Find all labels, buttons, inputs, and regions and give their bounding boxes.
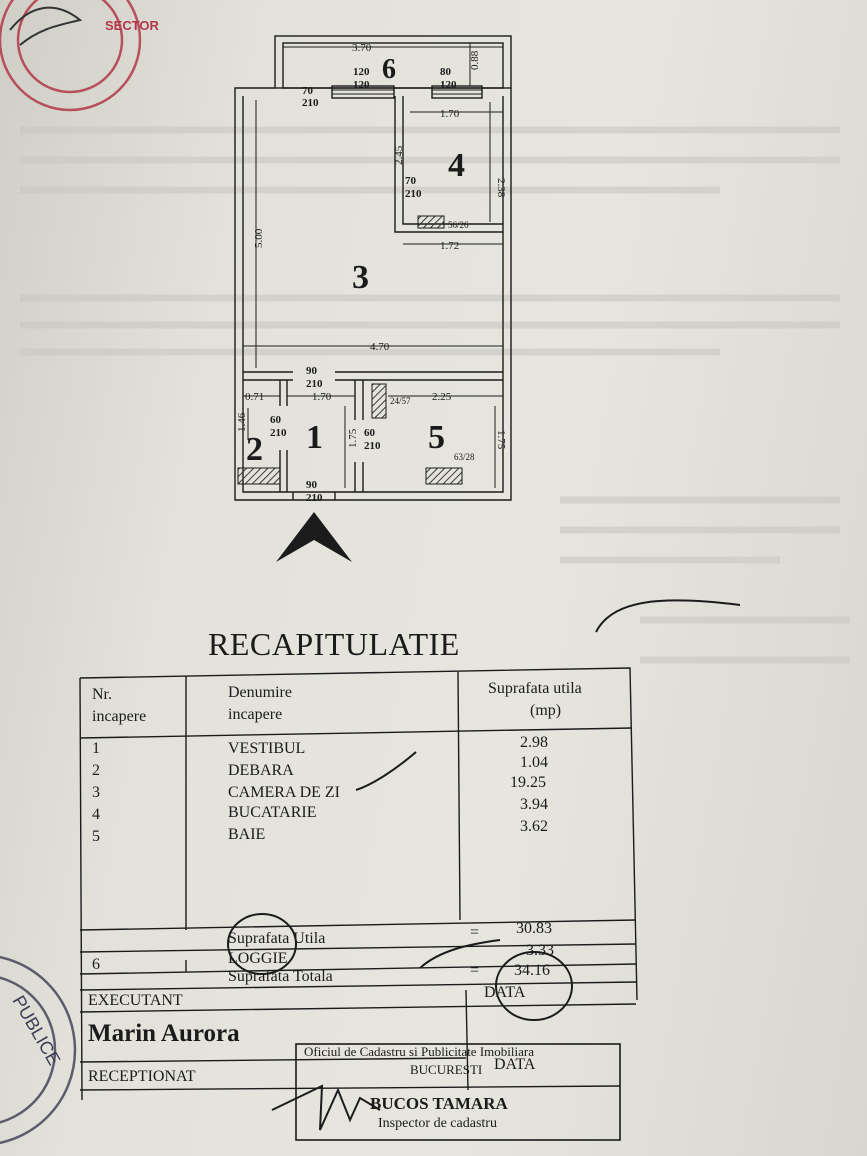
stamp-inspector-name: BUCOS TAMARA — [370, 1094, 508, 1113]
data-label-2: DATA — [494, 1056, 536, 1073]
opening-bath-door-w: 60 — [364, 427, 376, 439]
header-nr-line2: incapere — [92, 708, 147, 725]
kitchen-wall — [394, 96, 503, 233]
dim-living-width: 4.70 — [370, 341, 390, 353]
row-5-name: BAIE — [228, 826, 266, 843]
dim-vest-height: 1.75 — [347, 428, 359, 448]
row-2-name: DEBARA — [228, 762, 294, 779]
data-label-1: DATA — [484, 984, 526, 1001]
row-3-name: CAMERA DE ZI — [228, 784, 340, 801]
header-nr-line1: Nr. — [92, 686, 112, 703]
opening-kitchen-door-h: 210 — [405, 188, 422, 200]
opening-entry-door-h: 210 — [306, 492, 323, 504]
dim-kitchen-bottom: 1.72 — [440, 240, 459, 252]
duct-bath-top-label: 24/57 — [390, 396, 411, 406]
opening-loggia-win1-h: 120 — [353, 79, 370, 91]
loggia-nr: 6 — [92, 956, 100, 973]
opening-entry-door-w: 90 — [306, 479, 318, 491]
row-2-nr: 2 — [92, 762, 100, 779]
room-1-label: 1 — [306, 419, 323, 456]
storage-duct — [237, 467, 281, 485]
dim-living-height: 5.00 — [253, 228, 265, 248]
dim-kitchen-height: 2.38 — [495, 178, 507, 198]
receptionat-label: RECEPTIONAT — [88, 1068, 196, 1085]
loggia-label: LOGGIE — [228, 950, 288, 967]
row-4-area: 3.94 — [520, 796, 548, 813]
duct-kitchen-label: 56/26 — [448, 220, 469, 230]
bath-duct-bottom — [425, 467, 463, 485]
row-1-area: 2.98 — [520, 734, 548, 751]
dim-loggia-width: 3.70 — [352, 42, 372, 54]
executant-label: EXECUTANT — [88, 992, 183, 1009]
room-2-label: 2 — [246, 431, 263, 468]
row-3-nr: 3 — [92, 784, 100, 801]
row-2-area: 1.04 — [520, 754, 548, 771]
opening-living-door-w: 90 — [306, 365, 318, 377]
row-4-name: BUCATARIE — [228, 804, 317, 821]
stamp-top-label: SECTOR — [105, 18, 160, 33]
room-5-label: 5 — [428, 419, 445, 456]
opening-bath-door-h: 210 — [364, 440, 381, 452]
kitchen-duct — [417, 215, 445, 229]
room-3-label: 3 — [352, 259, 369, 296]
opening-loggia-win2-w: 80 — [440, 66, 452, 78]
util-label: Suprafata Utila — [228, 930, 326, 947]
header-name-line2: incapere — [228, 706, 283, 723]
opening-loggia-win1-w: 120 — [353, 66, 370, 78]
stamp-inspector-role: Inspector de cadastru — [378, 1116, 497, 1131]
opening-loggia-door-w: 70 — [302, 85, 314, 97]
signature — [271, 1084, 381, 1131]
loggia-value: 3.33 — [526, 942, 554, 959]
opening-loggia-door-h: 210 — [302, 97, 319, 109]
stamp-city: BUCURESTI — [410, 1062, 483, 1077]
dim-bath-width: 2.25 — [432, 391, 452, 403]
opening-living-door-h: 210 — [306, 378, 323, 390]
dim-loggia-depth: 0.88 — [469, 50, 481, 70]
util-eq: = — [470, 924, 480, 941]
dim-bath-height: 1.75 — [495, 430, 507, 450]
duct-bath-bottom-label: 63/28 — [454, 452, 475, 462]
util-value: 30.83 — [516, 920, 552, 937]
room-4-label: 4 — [448, 147, 465, 184]
row-3-area: 19.25 — [510, 774, 546, 791]
opening-storage-door-w: 60 — [270, 414, 282, 426]
row-5-nr: 5 — [92, 828, 100, 845]
dim-vest-left: 0.71 — [245, 391, 264, 403]
header-name-line1: Denumire — [228, 684, 292, 701]
row-1-name: VESTIBUL — [228, 740, 306, 757]
row-4-nr: 4 — [92, 806, 100, 823]
room-6-label: 6 — [382, 54, 396, 85]
dim-vest-width: 1.70 — [312, 391, 332, 403]
recap-title: RECAPITULATIE — [208, 626, 460, 662]
opening-kitchen-door-w: 70 — [405, 175, 417, 187]
row-1-nr: 1 — [92, 740, 100, 757]
stamp-office: Oficiul de Cadastru si Publicitate Imobi… — [304, 1044, 534, 1059]
dim-storage-height: 1.46 — [236, 412, 248, 432]
dim-kitchen-left: 2.45 — [393, 145, 405, 165]
entrance-arrow-icon — [276, 512, 352, 562]
header-area-line1: Suprafata utila — [488, 680, 582, 697]
opening-storage-door-h: 210 — [270, 427, 287, 439]
total-label: Suprafata Totala — [228, 968, 333, 985]
total-value: 34.16 — [514, 962, 550, 979]
opening-loggia-win2-h: 120 — [440, 79, 457, 91]
total-eq: = — [470, 962, 480, 979]
executant-name: Marin Aurora — [88, 1020, 240, 1047]
row-5-area: 3.62 — [520, 818, 548, 835]
header-area-line2: (mp) — [530, 702, 562, 719]
dim-kitchen-width: 1.70 — [440, 108, 460, 120]
bath-duct-top — [371, 383, 387, 419]
